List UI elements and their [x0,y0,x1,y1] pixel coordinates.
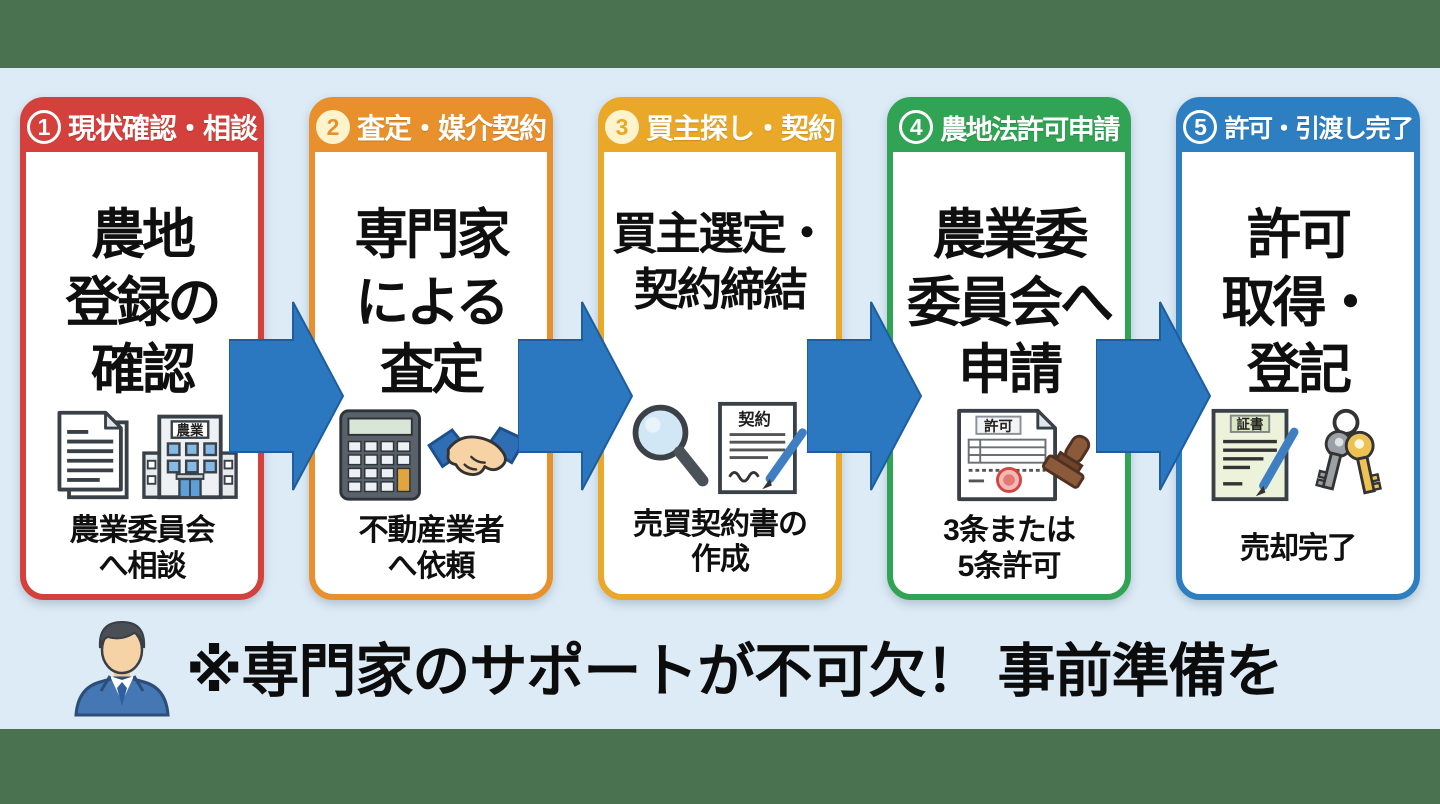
step-5-caption: 売却完了 [1240,531,1357,565]
steps-row: 1 現状確認・相談 農地 登録の 確認 [20,97,1420,600]
step-3-icons: 契約 [604,398,836,498]
step-4-icons: 許可 [893,405,1125,505]
step-card-5: 5 許可・引渡し完了 許可 取得・ 登記 証書 [1176,97,1420,600]
pen-icon [1259,427,1299,490]
step-3-header-label: 買主探し・契約 [645,113,836,144]
step-1-header: 1 現状確認・相談 [25,102,259,152]
step-3-number-badge: 3 [604,110,639,144]
flow-arrow-3 [807,301,923,491]
step-5-icons: 証書 [1182,405,1414,505]
step-4-header: 4 農地法許可申請 [892,102,1126,152]
step-2-header: 2 査定・媒介契約 [314,102,548,152]
step-4-number-badge: 4 [899,110,934,144]
step-1-caption: 農業委員会 へ相談 [69,514,216,583]
step-3-header: 3 買主探し・契約 [603,102,837,152]
step-3-title: 買主選定・ 契約締結 [612,208,829,316]
step-1-title: 農地 登録の 確認 [65,205,222,400]
documents-icon [57,410,129,499]
step-2-number-badge: 2 [315,110,350,144]
footer-note-row: ※専門家のサポートが不可欠！ 事前準備を [70,614,1284,718]
step-5-number-badge: 5 [1183,110,1218,144]
deed-label: 証書 [1237,416,1264,432]
contract-label: 契約 [737,410,771,429]
agriculture-building-icon: 農業 [142,414,238,499]
step-card-4: 4 農地法許可申請 農業委 委員会へ 申請 許可 [887,97,1131,600]
handshake-icon [427,425,527,476]
step-1-number-badge: 1 [26,110,61,144]
step-4-title: 農業委 委員会へ 申請 [907,205,1114,400]
step-2-title: 専門家 による 査定 [354,205,511,400]
step-3-caption: 売買契約書の 作成 [633,507,808,576]
step-card-1: 1 現状確認・相談 農地 登録の 確認 [20,97,264,600]
step-2-caption: 不動産業者 へ依頼 [358,514,505,583]
letterbox-top [0,0,1440,68]
magnifier-icon [632,404,709,487]
step-1-header-label: 現状確認・相談 [67,113,258,144]
letterbox-bottom [0,729,1440,804]
step-5-header: 5 許可・引渡し完了 [1181,102,1415,152]
footer-note-text: ※専門家のサポートが不可欠！ 事前準備を [186,639,1284,704]
building-sign-label: 農業 [177,421,204,437]
step-4-header-label: 農地法許可申請 [940,114,1120,145]
contract-document-icon: 契約 [718,401,807,495]
pen-icon [765,428,807,484]
step-card-3: 3 買主探し・契約 買主選定・ 契約締結 契約 [598,97,842,600]
keys-icon [1315,408,1382,494]
deed-document-icon: 証書 [1211,408,1299,501]
step-4-caption: 3条または 5条許可 [943,514,1076,583]
permit-label: 許可 [984,417,1013,435]
businessman-icon [74,620,170,717]
step-2-header-label: 査定・媒介契約 [356,113,547,144]
step-1-icons: 農業 [26,405,258,505]
flow-arrow-1 [229,301,345,491]
calculator-icon [339,408,421,501]
step-5-title: 許可 取得・ 登記 [1221,205,1378,400]
flow-arrow-2 [518,301,634,491]
step-card-2: 2 査定・媒介契約 専門家 による 査定 [309,97,553,600]
permit-document-icon: 許可 [957,408,1057,501]
step-5-header-label: 許可・引渡し完了 [1224,115,1414,143]
flow-arrow-4 [1096,301,1212,491]
stamp-icon [1041,434,1091,489]
infographic-canvas: 1 現状確認・相談 農地 登録の 確認 [0,68,1440,729]
step-2-icons [315,405,547,505]
